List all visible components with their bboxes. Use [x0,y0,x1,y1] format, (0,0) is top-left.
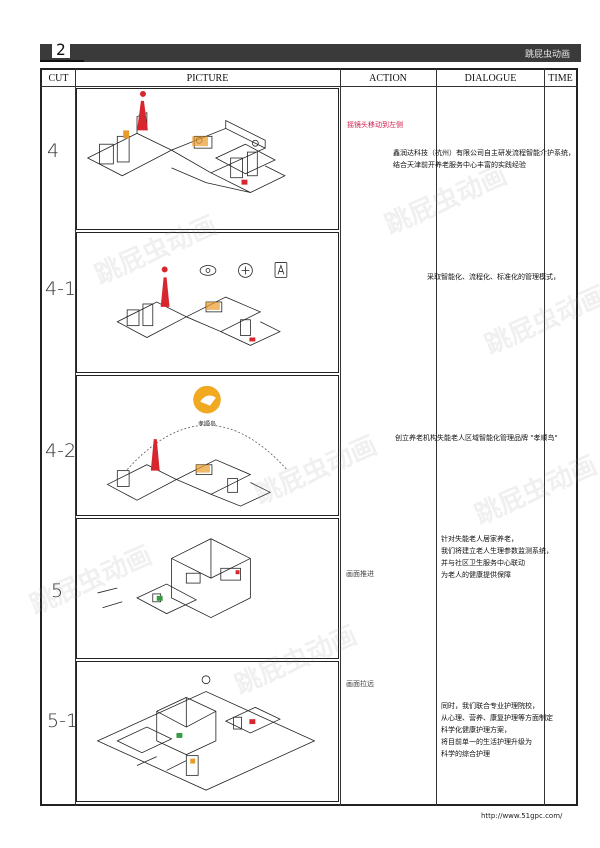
picture-panel-cut-5-1 [76,661,339,802]
isometric-city-illustration [86,90,286,193]
col-divider [340,68,341,806]
picture-panel-cut-4-2: 孝顺鸟 [76,375,339,516]
col-header-action: ACTION [369,72,407,84]
isometric-city-with-icons [116,262,288,346]
dialogue-text: 创立养老机构失能老人区域智能化管理品牌 "孝顺鸟" [395,434,558,442]
cut-number: 5 [51,580,64,602]
action-note: 画面拉远 [346,680,374,688]
dialogue-text: 针对失能老人居家养老， 我们将建立老人生理参数监测系统， 并与社区卫生服务中心联… [441,535,553,579]
dialogue-text: 采取智能化、流程化、标准化的管理模式， [427,273,560,281]
cut-number: 4-1 [45,278,77,300]
col-divider [544,68,545,806]
page-number-underline [40,60,84,62]
action-note: 画面推进 [346,570,374,578]
picture-panel-cut-4-1 [76,232,339,373]
col-divider [75,68,76,806]
dialogue-text: 同时，我们联合专业护理院校， 从心理、营养、康复护理等方面制定 科学化健康护理方… [441,702,553,758]
storyboard-frame [40,68,578,806]
cut-number: 4 [47,140,60,162]
picture-panel-cut-5 [76,518,339,659]
brand-logo-text: 孝顺鸟 [198,419,216,427]
page-header-bar [40,44,581,62]
brand-logo-over-city: 孝顺鸟 [106,385,288,507]
brand-label: 跳屁虫动画 [524,50,570,60]
col-header-time: TIME [548,72,573,84]
action-note: 摇镜头移动到左侧 [347,121,403,129]
header-divider [40,86,578,87]
picture-panel-cut-4 [76,88,339,230]
col-header-dialogue: DIALOGUE [464,72,517,84]
page-number: 2 [52,42,70,58]
col-header-cut: CUT [48,72,69,84]
col-header-picture: PICTURE [186,72,229,84]
col-divider [436,68,437,806]
footer-url: http://www.51gpc.com/ [481,812,563,820]
dialogue-text: 鑫润达科技（杭州）有限公司自主研发流程智能介护系统， 结合天津前开养老服务中心丰… [393,149,575,169]
community-care-illustration [96,675,316,791]
cut-number: 5-1 [47,710,79,732]
cut-number: 4-2 [45,440,77,462]
home-care-room-illustration [97,538,251,619]
